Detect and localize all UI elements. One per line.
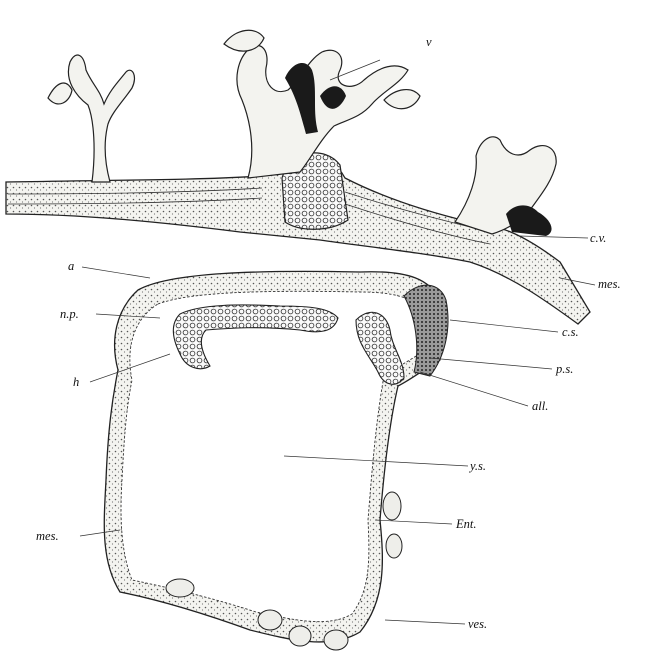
label-np: n.p.	[60, 308, 79, 321]
label-cs: c.s.	[562, 326, 579, 339]
label-mes-left: mes.	[36, 530, 59, 543]
label-mes-right: mes.	[598, 278, 621, 291]
label-v: v	[426, 36, 432, 49]
label-a: a	[68, 260, 74, 273]
label-h: h	[73, 376, 79, 389]
label-all: all.	[532, 400, 548, 413]
label-cv: c.v.	[590, 232, 606, 245]
label-ves: ves.	[468, 618, 487, 631]
label-ys: y.s.	[470, 460, 486, 473]
label-ent: Ent.	[456, 518, 476, 531]
label-ps: p.s.	[556, 363, 573, 376]
